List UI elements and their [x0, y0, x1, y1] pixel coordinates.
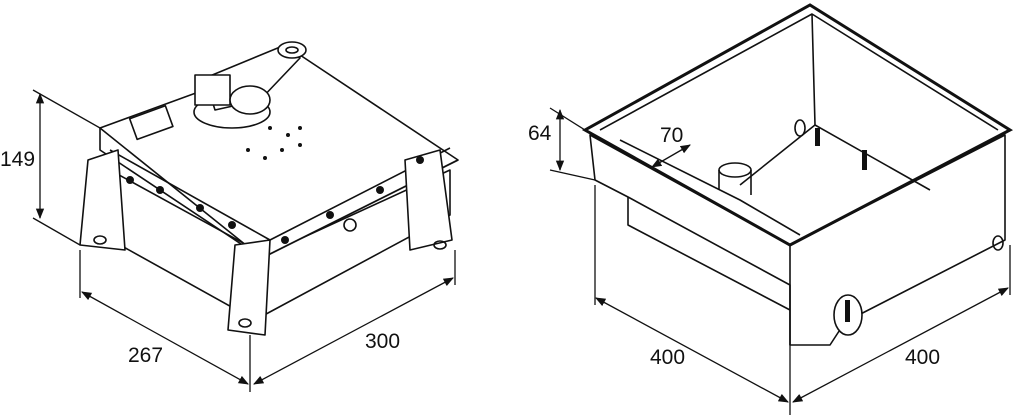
left-front-leg — [79, 149, 126, 251]
foundation-box-drawing: 64 70 400 400 — [528, 3, 1014, 415]
pivot-post — [718, 162, 752, 178]
dim-box-depth-label: 400 — [650, 346, 685, 369]
bolts — [126, 156, 424, 244]
dim-depth-label: 267 — [128, 344, 163, 367]
label-plate — [128, 104, 174, 141]
dim-rim-label: 64 — [528, 122, 552, 145]
box-rim — [581, 3, 1014, 247]
output-lever — [193, 41, 307, 129]
dim-box-width-label: 400 — [905, 346, 940, 369]
dim-height-label: 149 — [0, 148, 35, 171]
dim-offset-label: 70 — [660, 124, 683, 147]
lid-holes — [246, 126, 302, 160]
dim-width-label: 300 — [365, 330, 400, 353]
right-leg — [404, 149, 453, 251]
actuator-unit-drawing: 149 267 300 — [0, 41, 459, 392]
